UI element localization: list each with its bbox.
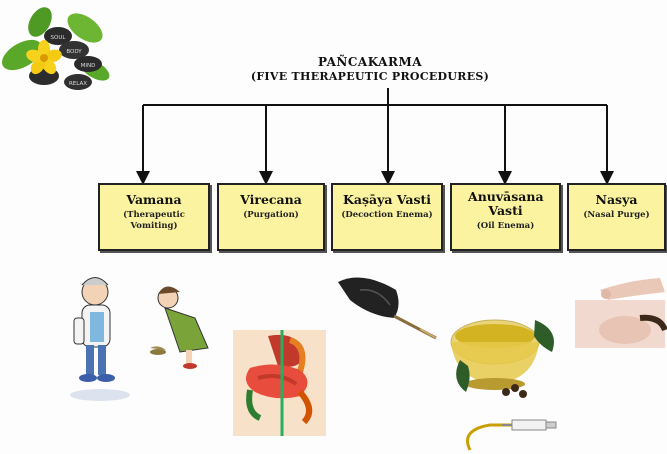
procedure-desc: (Nasal Purge) bbox=[583, 210, 650, 220]
procedure-desc: (Decoction Enema) bbox=[341, 210, 433, 220]
procedure-name: Virecana bbox=[240, 192, 302, 207]
procedure-name: Nasya bbox=[595, 192, 638, 207]
procedure-desc: (Oil Enema) bbox=[476, 221, 535, 231]
svg-text:BODY: BODY bbox=[66, 49, 82, 55]
nasal-drops-photo-icon bbox=[575, 278, 667, 348]
procedure-desc: (Therapeutic Vomiting) bbox=[123, 210, 185, 231]
procedure-name: Vamana bbox=[126, 192, 182, 207]
procedure-box-vamana: Vamana (Therapeutic Vomiting) bbox=[98, 183, 210, 251]
procedure-box-nasya: Nasya (Nasal Purge) bbox=[567, 183, 666, 251]
diagram-title: PAÑCAKARMA bbox=[317, 55, 423, 69]
oil-bowl-icon bbox=[450, 319, 554, 398]
procedure-box-kasaya-vasti: Kaṣāya Vasti (Decoction Enema) bbox=[331, 183, 443, 251]
svg-text:MIND: MIND bbox=[81, 63, 96, 69]
svg-text:SOUL: SOUL bbox=[51, 35, 67, 41]
syringe-icon bbox=[466, 419, 557, 451]
digestive-system-icon bbox=[233, 330, 326, 436]
diagram-subtitle: (FIVE THERAPEUTIC PROCEDURES) bbox=[250, 70, 490, 83]
procedure-name: Kaṣāya Vasti bbox=[342, 192, 432, 207]
procedure-box-anuvasana-vasti: Anuvāsana Vasti (Oil Enema) bbox=[450, 183, 561, 251]
procedure-desc: (Purgation) bbox=[243, 210, 299, 220]
enema-bag-icon bbox=[338, 277, 437, 340]
svg-text:RELAX: RELAX bbox=[69, 81, 87, 87]
procedure-name: Anuvāsana Vasti bbox=[468, 189, 544, 218]
procedure-box-virecana: Virecana (Purgation) bbox=[217, 183, 325, 251]
vomiting-cartoon-icon bbox=[70, 277, 209, 401]
